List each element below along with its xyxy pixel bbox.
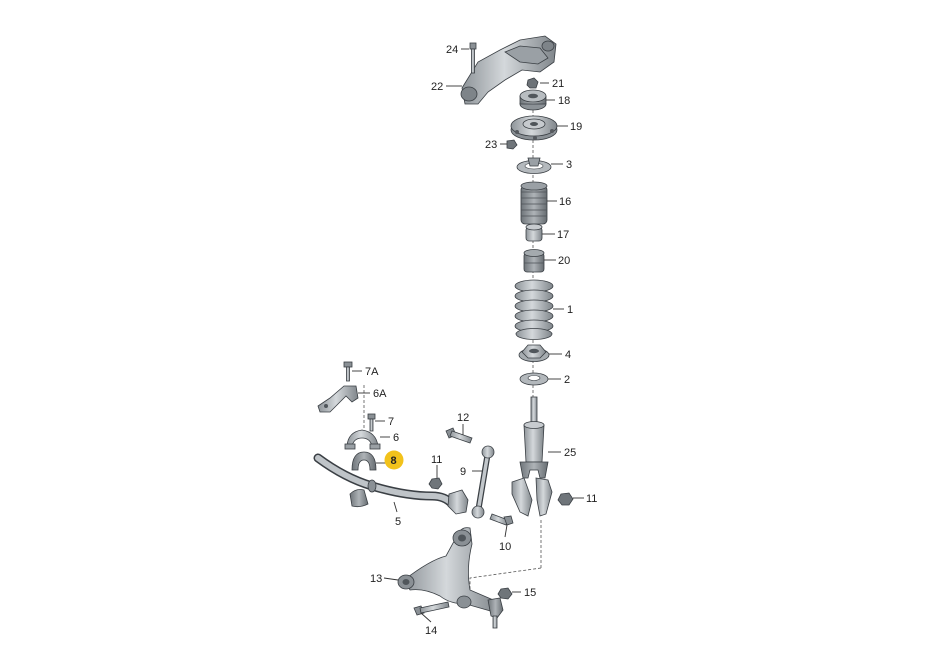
bolt-7A bbox=[343, 361, 353, 382]
label-10: 10 bbox=[499, 541, 511, 553]
label-2: 2 bbox=[564, 374, 570, 386]
spring-seat-4 bbox=[518, 344, 550, 362]
bump-stop-17 bbox=[525, 223, 543, 242]
label-17: 17 bbox=[557, 229, 569, 241]
label-6A: 6A bbox=[373, 388, 387, 400]
protective-bellows-16 bbox=[520, 181, 548, 225]
label-20: 20 bbox=[558, 255, 570, 267]
part-labels: 24 22 21 18 19 23 3 16 17 20 1 4 2 7A 6A… bbox=[365, 44, 597, 637]
leader-lines bbox=[352, 48, 584, 623]
shock-absorber-25 bbox=[511, 396, 553, 517]
bolt-12 bbox=[445, 427, 473, 444]
label-21: 21 bbox=[552, 78, 564, 90]
nut-11-right bbox=[557, 492, 574, 506]
label-4: 4 bbox=[565, 349, 571, 361]
bolt-7 bbox=[367, 413, 376, 432]
stop-buffer-20 bbox=[523, 249, 545, 273]
nut-15 bbox=[497, 587, 513, 600]
label-8: 8 bbox=[391, 455, 397, 467]
bolt-14 bbox=[413, 601, 450, 616]
label-14: 14 bbox=[425, 625, 437, 637]
bolt-10 bbox=[489, 513, 514, 526]
label-19: 19 bbox=[570, 121, 582, 133]
label-23: 23 bbox=[485, 139, 497, 151]
top-mount-bracket bbox=[460, 35, 557, 105]
label-11-right: 11 bbox=[586, 493, 597, 505]
label-16: 16 bbox=[559, 196, 571, 208]
coupling-rod-9 bbox=[471, 445, 495, 519]
label-25: 25 bbox=[564, 447, 576, 459]
assembly-centerline bbox=[363, 85, 542, 598]
stabilizer-bar-5 bbox=[313, 453, 469, 515]
label-13: 13 bbox=[370, 573, 382, 585]
rubber-bushing-8 bbox=[351, 451, 377, 471]
label-24: 24 bbox=[446, 44, 458, 56]
spring-seat-3 bbox=[516, 157, 552, 174]
label-7A: 7A bbox=[365, 366, 379, 378]
label-12: 12 bbox=[457, 412, 469, 424]
label-1: 1 bbox=[567, 304, 573, 316]
washer-2 bbox=[519, 372, 549, 386]
nut-23 bbox=[506, 139, 518, 150]
label-9: 9 bbox=[460, 466, 466, 478]
label-7: 7 bbox=[388, 416, 394, 428]
coil-spring-1 bbox=[514, 279, 554, 340]
bolt-24 bbox=[469, 42, 477, 74]
label-11-left: 11 bbox=[431, 454, 442, 466]
strut-mount-19 bbox=[510, 115, 558, 141]
label-5: 5 bbox=[395, 516, 401, 528]
clamp-6A bbox=[317, 385, 359, 413]
lower-control-arm-13 bbox=[397, 527, 504, 629]
bearing-18 bbox=[519, 89, 547, 111]
highlight-badge bbox=[384, 450, 404, 470]
label-6: 6 bbox=[393, 432, 399, 444]
clamp-6 bbox=[344, 429, 381, 450]
label-3: 3 bbox=[566, 159, 572, 171]
nut-11-left bbox=[428, 477, 443, 490]
label-15: 15 bbox=[524, 587, 536, 599]
nut-21 bbox=[526, 77, 539, 89]
label-18: 18 bbox=[558, 95, 570, 107]
label-22: 22 bbox=[431, 81, 443, 93]
